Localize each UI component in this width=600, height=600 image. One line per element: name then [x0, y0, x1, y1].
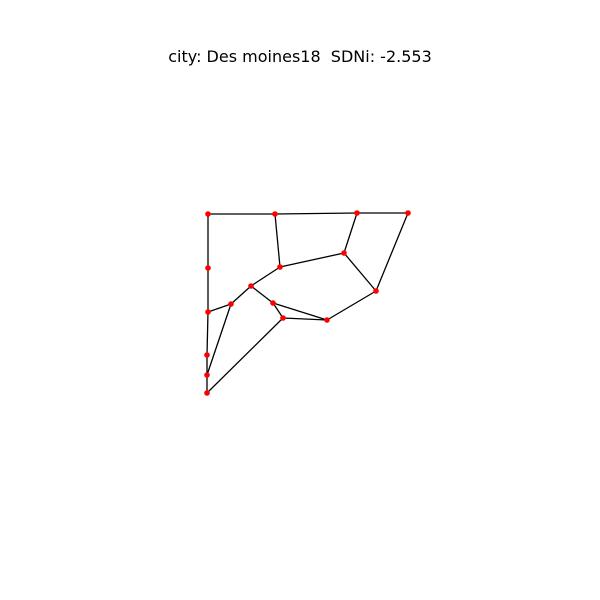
node-n8 — [373, 288, 379, 294]
node-n4 — [205, 265, 211, 271]
edge-n12-n13 — [282, 317, 328, 321]
edge-n9-n15 — [206, 303, 232, 376]
edges-layer — [206, 212, 409, 394]
nodes-layer — [204, 210, 411, 396]
edge-n13-n8 — [326, 290, 377, 321]
node-n11 — [205, 309, 211, 315]
node-n13 — [324, 317, 330, 323]
edge-n10-n13 — [272, 302, 328, 321]
edge-n9-n11 — [207, 303, 232, 313]
node-n16 — [204, 390, 210, 396]
edge-n1-n2 — [274, 212, 358, 215]
edge-n6-n7 — [250, 266, 281, 287]
edge-n3-n8 — [375, 212, 409, 292]
node-n2 — [354, 210, 360, 216]
node-n15 — [204, 372, 210, 378]
node-n3 — [405, 210, 411, 216]
node-n1 — [272, 211, 278, 217]
node-n0 — [205, 211, 211, 217]
edge-n2-n5 — [343, 212, 358, 254]
node-n14 — [204, 352, 210, 358]
node-n12 — [280, 315, 286, 321]
edge-n10-n12 — [272, 302, 284, 319]
edge-n12-n16 — [206, 317, 284, 394]
edge-n7-n10 — [250, 285, 274, 304]
node-n5 — [341, 250, 347, 256]
node-n6 — [277, 264, 283, 270]
node-n10 — [270, 300, 276, 306]
edge-n5-n6 — [279, 252, 345, 268]
edge-n1-n6 — [274, 213, 281, 268]
edge-n11-n14 — [206, 311, 209, 356]
figure-title: city: Des moines18 SDNi: -2.553 — [168, 47, 432, 66]
node-n7 — [248, 283, 254, 289]
edge-n5-n8 — [343, 252, 377, 292]
edge-n7-n9 — [230, 285, 252, 305]
node-n9 — [228, 301, 234, 307]
